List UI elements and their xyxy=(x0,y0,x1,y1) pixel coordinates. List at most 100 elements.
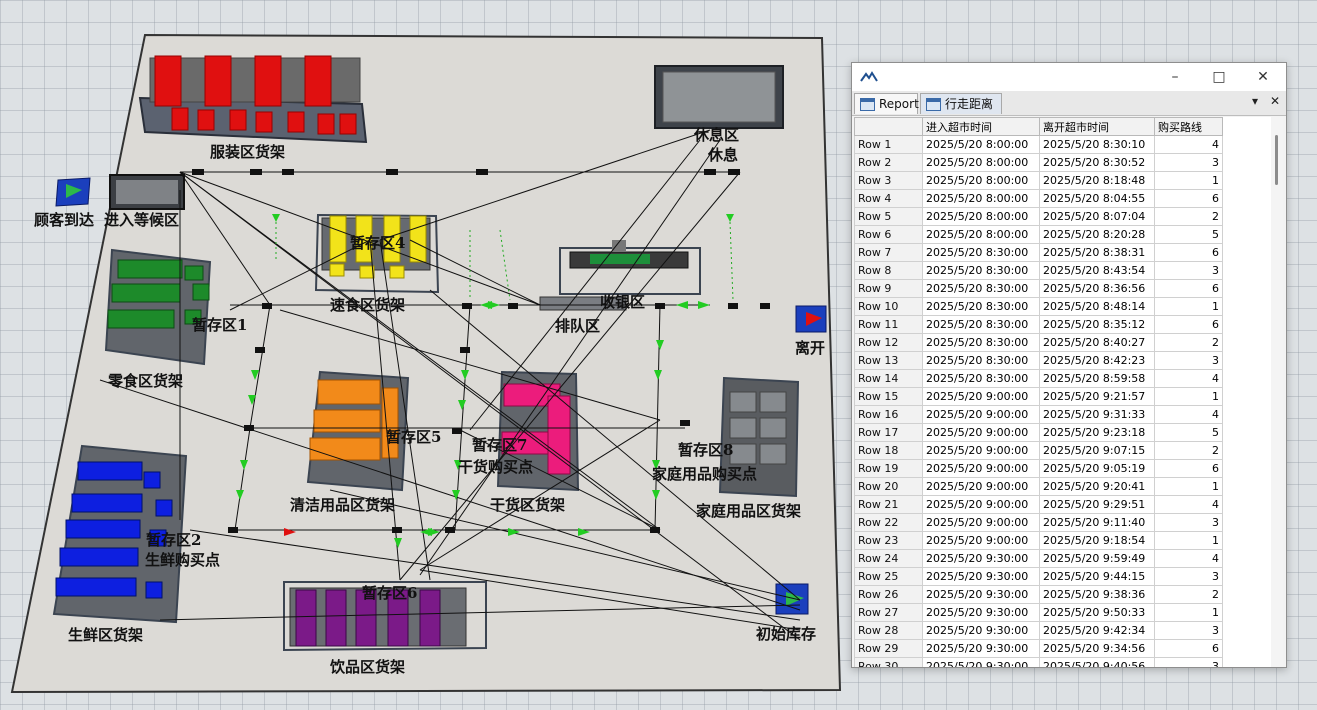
tab-close-icon[interactable]: ✕ xyxy=(1269,94,1281,108)
enter-time-cell[interactable]: 2025/5/20 8:30:00 xyxy=(922,351,1040,370)
row-header-cell[interactable]: Row 27 xyxy=(854,603,923,622)
leave-time-cell[interactable]: 2025/5/20 8:42:23 xyxy=(1039,351,1155,370)
header-route[interactable]: 购买路线 xyxy=(1154,117,1223,136)
route-cell[interactable]: 2 xyxy=(1154,441,1223,460)
enter-time-cell[interactable]: 2025/5/20 8:30:00 xyxy=(922,315,1040,334)
row-header-cell[interactable]: Row 1 xyxy=(854,135,923,154)
route-cell[interactable]: 6 xyxy=(1154,315,1223,334)
row-header-cell[interactable]: Row 8 xyxy=(854,261,923,280)
enter-time-cell[interactable]: 2025/5/20 8:00:00 xyxy=(922,135,1040,154)
enter-time-cell[interactable]: 2025/5/20 9:00:00 xyxy=(922,495,1040,514)
route-cell[interactable]: 2 xyxy=(1154,333,1223,352)
route-cell[interactable]: 3 xyxy=(1154,657,1223,667)
leave-time-cell[interactable]: 2025/5/20 8:48:14 xyxy=(1039,297,1155,316)
fresh-shelf[interactable] xyxy=(52,444,188,624)
leave-time-cell[interactable]: 2025/5/20 9:05:19 xyxy=(1039,459,1155,478)
route-cell[interactable]: 3 xyxy=(1154,351,1223,370)
report-titlebar[interactable]: – □ ✕ xyxy=(852,63,1286,91)
leave-time-cell[interactable]: 2025/5/20 8:40:27 xyxy=(1039,333,1155,352)
vertical-scrollbar[interactable] xyxy=(1271,117,1283,667)
enter-time-cell[interactable]: 2025/5/20 9:00:00 xyxy=(922,531,1040,550)
enter-time-cell[interactable]: 2025/5/20 9:30:00 xyxy=(922,639,1040,658)
row-header-cell[interactable]: Row 13 xyxy=(854,351,923,370)
route-cell[interactable]: 3 xyxy=(1154,153,1223,172)
row-header-cell[interactable]: Row 2 xyxy=(854,153,923,172)
enter-time-cell[interactable]: 2025/5/20 9:30:00 xyxy=(922,603,1040,622)
row-header-cell[interactable]: Row 23 xyxy=(854,531,923,550)
route-cell[interactable]: 3 xyxy=(1154,261,1223,280)
scrollbar-thumb[interactable] xyxy=(1275,135,1278,185)
minimize-icon[interactable]: – xyxy=(1171,69,1179,85)
enter-time-cell[interactable]: 2025/5/20 9:30:00 xyxy=(922,585,1040,604)
enter-time-cell[interactable]: 2025/5/20 8:30:00 xyxy=(922,243,1040,262)
leave-time-cell[interactable]: 2025/5/20 9:23:18 xyxy=(1039,423,1155,442)
enter-time-cell[interactable]: 2025/5/20 9:30:00 xyxy=(922,621,1040,640)
enter-time-cell[interactable]: 2025/5/20 8:00:00 xyxy=(922,207,1040,226)
cleaning-shelf[interactable] xyxy=(306,370,410,492)
enter-time-cell[interactable]: 2025/5/20 9:00:00 xyxy=(922,477,1040,496)
header-leave-time[interactable]: 离开超市时间 xyxy=(1039,117,1155,136)
route-cell[interactable]: 1 xyxy=(1154,387,1223,406)
snack-shelf[interactable] xyxy=(104,248,212,366)
leave-time-cell[interactable]: 2025/5/20 8:36:56 xyxy=(1039,279,1155,298)
leave-time-cell[interactable]: 2025/5/20 8:30:10 xyxy=(1039,135,1155,154)
enter-time-cell[interactable]: 2025/5/20 9:30:00 xyxy=(922,567,1040,586)
route-cell[interactable]: 2 xyxy=(1154,585,1223,604)
enter-time-cell[interactable]: 2025/5/20 8:30:00 xyxy=(922,369,1040,388)
checkout-area[interactable] xyxy=(559,240,701,295)
leave-time-cell[interactable]: 2025/5/20 9:50:33 xyxy=(1039,603,1155,622)
row-header-cell[interactable]: Row 9 xyxy=(854,279,923,298)
leave-time-cell[interactable]: 2025/5/20 9:29:51 xyxy=(1039,495,1155,514)
row-header-cell[interactable]: Row 5 xyxy=(854,207,923,226)
route-cell[interactable]: 6 xyxy=(1154,243,1223,262)
leave-time-cell[interactable]: 2025/5/20 8:59:58 xyxy=(1039,369,1155,388)
leave-time-cell[interactable]: 2025/5/20 8:20:28 xyxy=(1039,225,1155,244)
route-cell[interactable]: 3 xyxy=(1154,513,1223,532)
leave-time-cell[interactable]: 2025/5/20 8:43:54 xyxy=(1039,261,1155,280)
waiting-area[interactable] xyxy=(109,174,185,210)
row-header-cell[interactable]: Row 25 xyxy=(854,567,923,586)
leave-time-cell[interactable]: 2025/5/20 9:07:15 xyxy=(1039,441,1155,460)
route-cell[interactable]: 4 xyxy=(1154,549,1223,568)
row-header-cell[interactable]: Row 19 xyxy=(854,459,923,478)
route-cell[interactable]: 2 xyxy=(1154,207,1223,226)
enter-time-cell[interactable]: 2025/5/20 9:00:00 xyxy=(922,387,1040,406)
route-cell[interactable]: 4 xyxy=(1154,135,1223,154)
row-header-cell[interactable]: Row 28 xyxy=(854,621,923,640)
row-header-cell[interactable]: Row 30 xyxy=(854,657,923,667)
row-header-cell[interactable]: Row 10 xyxy=(854,297,923,316)
row-header-cell[interactable]: Row 16 xyxy=(854,405,923,424)
enter-time-cell[interactable]: 2025/5/20 8:00:00 xyxy=(922,189,1040,208)
clothing-shelf[interactable] xyxy=(138,55,368,144)
initial-stock-source[interactable] xyxy=(775,583,809,615)
leave-time-cell[interactable]: 2025/5/20 9:31:33 xyxy=(1039,405,1155,424)
dry-goods-shelf[interactable] xyxy=(496,370,580,492)
tab-report[interactable]: Report xyxy=(854,93,919,114)
model-3d-view[interactable]: 服装区货架 顾客到达 进入等候区 休息区 休息 暂存区4 速食区货架 收银区 排… xyxy=(0,0,850,710)
row-header-cell[interactable]: Row 7 xyxy=(854,243,923,262)
rest-zone[interactable] xyxy=(654,65,784,129)
route-cell[interactable]: 4 xyxy=(1154,369,1223,388)
report-window[interactable]: – □ ✕ Report 行走距离 ▾ ✕ 进入超市时间 离开超市时间 购买路线 xyxy=(851,62,1287,668)
row-header-cell[interactable]: Row 4 xyxy=(854,189,923,208)
leave-time-cell[interactable]: 2025/5/20 9:34:56 xyxy=(1039,639,1155,658)
leave-time-cell[interactable]: 2025/5/20 8:18:48 xyxy=(1039,171,1155,190)
